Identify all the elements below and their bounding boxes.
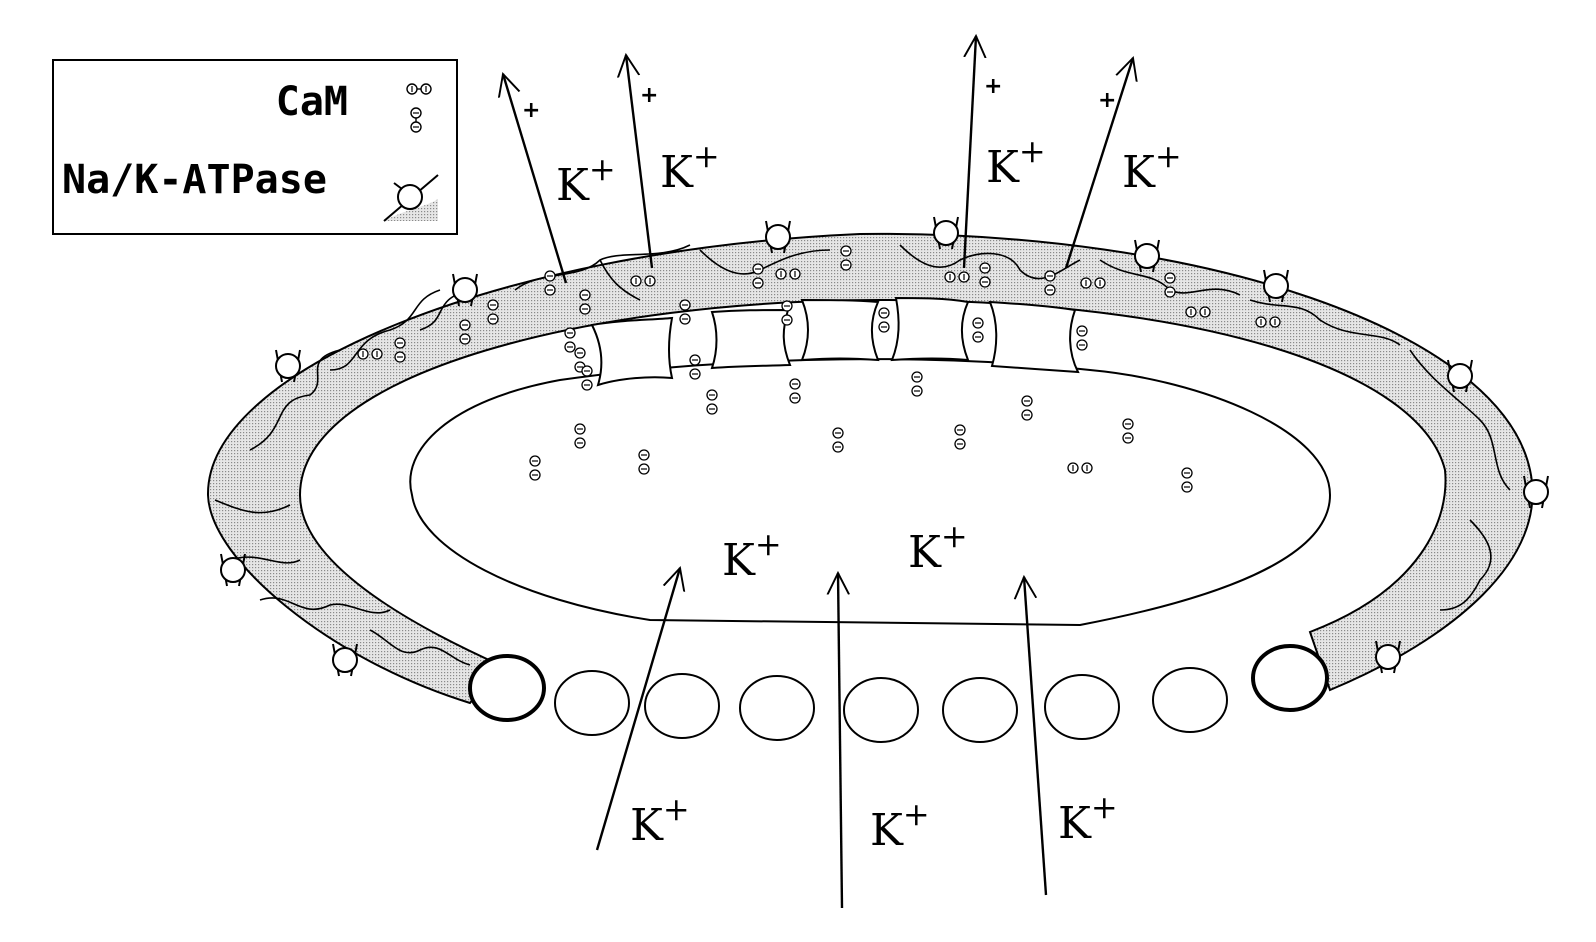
efflux-plus: + bbox=[640, 83, 658, 108]
cam-molecules bbox=[357, 245, 1281, 493]
efflux-plus: + bbox=[984, 74, 1002, 99]
atpase-pump bbox=[220, 553, 246, 587]
atpase-pump bbox=[1375, 640, 1401, 674]
influx-arrow bbox=[595, 568, 680, 851]
cam-molecule bbox=[1021, 395, 1033, 421]
ion-label: K+ bbox=[870, 795, 930, 856]
atpase-pump bbox=[1447, 359, 1473, 393]
influx-arrow bbox=[1024, 577, 1048, 896]
cam-molecule bbox=[679, 299, 691, 325]
cam-molecule bbox=[972, 317, 984, 343]
atpase-pump bbox=[1134, 239, 1160, 273]
influx-arrows bbox=[595, 568, 1048, 909]
vesicle bbox=[554, 670, 630, 736]
cam-molecule bbox=[581, 365, 593, 391]
cam-molecule bbox=[1185, 306, 1211, 318]
inner-membrane bbox=[409, 358, 1332, 627]
cam-molecule bbox=[752, 263, 764, 289]
cam-molecule bbox=[638, 449, 650, 475]
efflux-arrow bbox=[1064, 58, 1133, 269]
ion-pump-icon bbox=[383, 174, 439, 222]
cam-molecule bbox=[1076, 325, 1088, 351]
ion-label: K+ bbox=[630, 790, 690, 851]
cam-molecule bbox=[944, 271, 970, 283]
atpase-pump bbox=[275, 349, 301, 383]
efflux-plus: + bbox=[522, 98, 540, 123]
cam-molecule bbox=[789, 378, 801, 404]
ion-label: K+ bbox=[556, 150, 616, 211]
ion-label: K+ bbox=[1122, 137, 1182, 198]
vesicle bbox=[739, 675, 815, 741]
vesicle bbox=[1152, 667, 1228, 733]
cam-molecule bbox=[954, 424, 966, 450]
cam-molecule bbox=[911, 371, 923, 397]
legend: CaM Na/K-ATPase bbox=[52, 59, 458, 235]
cam-molecule bbox=[1255, 316, 1281, 328]
ion-label: K+ bbox=[986, 132, 1046, 193]
cam-molecule bbox=[574, 423, 586, 449]
efflux-arrow bbox=[626, 55, 654, 269]
cam-molecule bbox=[579, 289, 591, 315]
cam-molecule bbox=[878, 307, 890, 333]
cam-molecule bbox=[1067, 462, 1093, 474]
cam-molecule bbox=[564, 327, 576, 353]
cam-molecule bbox=[1122, 418, 1134, 444]
cam-molecule bbox=[1181, 467, 1193, 493]
efflux-arrows bbox=[503, 36, 1133, 284]
vesicle bbox=[843, 677, 919, 743]
legend-atpase-label: Na/K-ATPase bbox=[62, 157, 327, 203]
cam-molecule bbox=[529, 455, 541, 481]
cam-molecule bbox=[487, 299, 499, 325]
cam-molecule bbox=[1164, 272, 1176, 298]
influx-arrow bbox=[838, 573, 842, 909]
channels bbox=[590, 296, 1080, 387]
ion-label: K+ bbox=[722, 525, 782, 586]
efflux-arrow bbox=[962, 36, 976, 269]
cam-molecule bbox=[394, 337, 406, 363]
atpase-pump bbox=[765, 220, 791, 254]
cam-molecule bbox=[357, 348, 383, 360]
ion-label: K+ bbox=[660, 137, 720, 198]
atpase-pump bbox=[332, 643, 358, 677]
cam-molecule bbox=[840, 245, 852, 271]
vesicle bbox=[468, 654, 546, 722]
ion-label: K+ bbox=[1058, 788, 1118, 849]
atpase-pumps bbox=[220, 216, 1549, 677]
cam-molecule bbox=[781, 300, 793, 326]
vesicle bbox=[1251, 644, 1329, 712]
cam-molecule bbox=[544, 270, 556, 296]
legend-cam-label: CaM bbox=[275, 79, 348, 125]
cam-molecule bbox=[979, 262, 991, 288]
atpase-pump bbox=[933, 216, 959, 250]
cam-molecule bbox=[1080, 277, 1106, 289]
cam-molecule bbox=[775, 268, 801, 280]
cam-molecule bbox=[1044, 270, 1056, 296]
atpase-pump bbox=[1523, 475, 1549, 509]
ion-label: K+ bbox=[908, 517, 968, 578]
vesicle-chain bbox=[468, 644, 1329, 743]
cam-molecule bbox=[689, 354, 701, 380]
atpase-pump bbox=[1263, 269, 1289, 303]
calmodulin-molecule-icon bbox=[406, 83, 432, 133]
atpase-pump bbox=[452, 273, 478, 307]
cam-molecule bbox=[459, 319, 471, 345]
vesicle bbox=[942, 677, 1018, 743]
membrane-domains bbox=[214, 244, 1511, 666]
efflux-arrow bbox=[503, 74, 568, 284]
cam-molecule bbox=[832, 427, 844, 453]
vesicle bbox=[1044, 674, 1120, 740]
efflux-plus: + bbox=[1098, 88, 1116, 113]
cam-molecule bbox=[706, 389, 718, 415]
vesicle bbox=[644, 673, 720, 739]
cam-molecule bbox=[630, 275, 656, 287]
